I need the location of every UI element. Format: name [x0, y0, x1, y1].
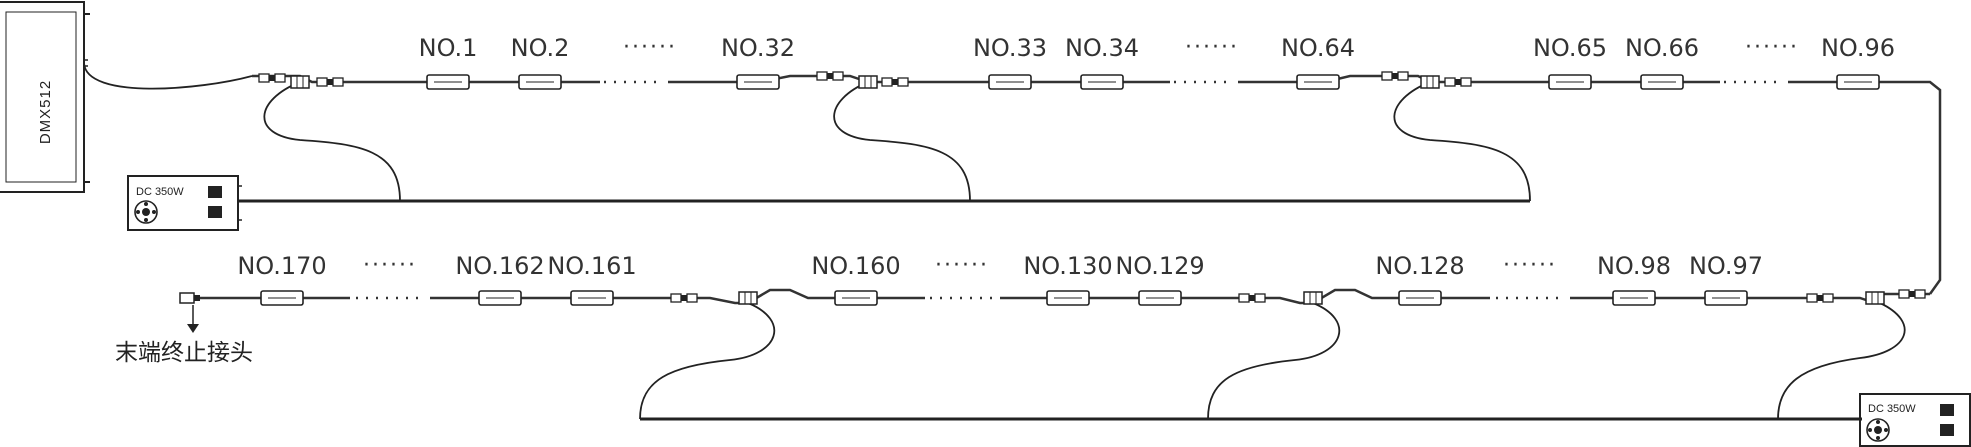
connector-icon [1806, 293, 1834, 303]
controller-data-cable [83, 62, 253, 90]
pixel-module-no161 [570, 290, 614, 306]
label-no65: NO.65 [1533, 34, 1607, 62]
label-no170: NO.170 [237, 252, 326, 280]
tee-connector-icon [1420, 75, 1440, 89]
fan-icon [134, 200, 158, 224]
connector-icon [1898, 289, 1926, 299]
ellipsis-row2-b: ······ [935, 253, 989, 278]
pixel-module-no66 [1640, 74, 1684, 90]
tee-connector-icon [738, 291, 758, 305]
pixel-module-no96 [1836, 74, 1880, 90]
label-no96: NO.96 [1821, 34, 1895, 62]
label-no98: NO.98 [1597, 252, 1671, 280]
pixel-module-no98 [1612, 290, 1656, 306]
pixel-module-no97 [1704, 290, 1748, 306]
pixel-module-no170 [260, 290, 304, 306]
connector-icon [670, 293, 698, 303]
fan-icon [1866, 418, 1890, 442]
label-no32: NO.32 [721, 34, 795, 62]
pixel-module-no33 [988, 74, 1032, 90]
label-no161: NO.161 [547, 252, 636, 280]
controller-label: DMX512 [37, 80, 54, 144]
connector-icon [816, 71, 844, 81]
power-injection-cable [1777, 302, 1906, 420]
pixel-module-no65 [1548, 74, 1592, 90]
label-no128: NO.128 [1375, 252, 1464, 280]
connector-icon [316, 77, 344, 87]
connector-icon [258, 73, 286, 83]
connector-icon [1381, 71, 1409, 81]
power-supply-2: DC 350W [1859, 393, 1971, 447]
pixel-module-no160 [834, 290, 878, 306]
power-injection-cable [263, 81, 401, 202]
power-injection-cable [833, 81, 971, 202]
power-injection-cable [1207, 302, 1341, 420]
label-no162: NO.162 [455, 252, 544, 280]
label-no129: NO.129 [1115, 252, 1204, 280]
end-terminator [179, 292, 200, 333]
label-no1: NO.1 [419, 34, 478, 62]
power-supply-2-label: DC 350W [1868, 403, 1916, 415]
pixel-module-no32 [736, 74, 780, 90]
tee-connector-icon [290, 75, 310, 89]
power-supply-1-label: DC 350W [136, 186, 184, 198]
ellipsis-row1-a: ······ [623, 35, 677, 60]
connector-icon [881, 77, 909, 87]
label-no34: NO.34 [1065, 34, 1139, 62]
pixel-module-no64 [1296, 74, 1340, 90]
label-no64: NO.64 [1281, 34, 1355, 62]
tee-connector-icon [1865, 291, 1885, 305]
ellipsis-row2-c: ······ [1503, 253, 1557, 278]
ellipsis-row1-b: ······ [1185, 35, 1239, 60]
terminal-block-icon [208, 186, 222, 218]
terminal-block-icon [1940, 404, 1954, 436]
ellipsis-row2-a: ······ [363, 253, 417, 278]
label-no66: NO.66 [1625, 34, 1699, 62]
pixel-module-no129 [1138, 290, 1182, 306]
pixel-module-no162 [478, 290, 522, 306]
label-no97: NO.97 [1689, 252, 1763, 280]
tee-connector-icon [858, 75, 878, 89]
connector-icon [1444, 77, 1472, 87]
connector-icon [1238, 293, 1266, 303]
end-terminator-label: 末端终止接头 [115, 340, 253, 366]
ellipsis-row1-c: ······ [1745, 35, 1799, 60]
label-no130: NO.130 [1023, 252, 1112, 280]
power-injection-cable [1393, 81, 1531, 202]
pixel-module-no1 [426, 74, 470, 90]
pixel-module-no34 [1080, 74, 1124, 90]
pixel-module-no128 [1398, 290, 1442, 306]
power-injection-cable [639, 302, 776, 420]
label-no160: NO.160 [811, 252, 900, 280]
pixel-module-no130 [1046, 290, 1090, 306]
tee-connector-icon [1303, 291, 1323, 305]
label-no2: NO.2 [511, 34, 570, 62]
label-no33: NO.33 [973, 34, 1047, 62]
pixel-module-no2 [518, 74, 562, 90]
dmx512-controller: DMX512 [0, 1, 90, 193]
power-supply-1: DC 350W [127, 175, 242, 231]
